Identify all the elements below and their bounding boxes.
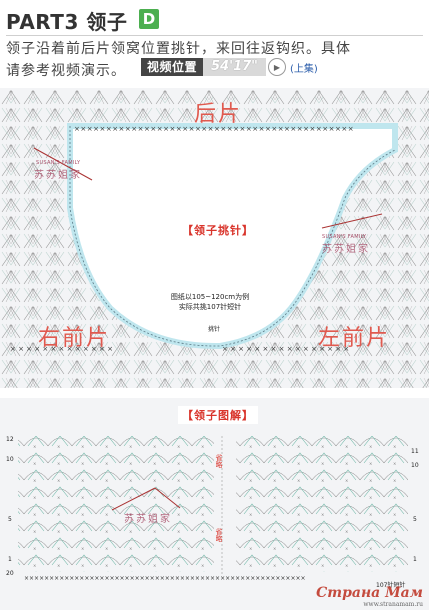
row-right-5: 5 (413, 516, 417, 523)
right-front-label: 右前片 (38, 326, 111, 351)
watermark-logo: Страна Мам www.stranamam.ru (316, 585, 423, 608)
watermark-url: www.stranamam.ru (363, 601, 423, 608)
collar-pickup-diagram: ××××××××××××××××××××××××××××××××××××××××… (0, 88, 429, 388)
back-stitch-marks: ××××××××××××××××××××××××××××××××××××××××… (74, 125, 354, 133)
chart-box-title: 【领子图解】 (178, 406, 258, 424)
part-badge: D (139, 9, 159, 29)
front-stitch-marks-left: × × × × × × × × × × × × × (10, 345, 113, 353)
instruction-line-2: 请参考视频演示。 (6, 60, 423, 82)
chart-rows-right (236, 436, 408, 572)
shoulder-line-left (33, 147, 93, 181)
omit-label-bottom: 省略 (215, 528, 223, 542)
brand-logo-right: SUSAN'S FAMILY (322, 234, 367, 240)
collar-chart-svg: × ××××××××××××××××××××××××××××××××××××××… (18, 436, 408, 582)
row-left-5: 5 (8, 516, 12, 523)
video-position-chip[interactable]: 视频位置 54'17" ▶ (上集) (141, 58, 318, 76)
watermark-text: Страна Мам (316, 585, 423, 601)
pickup-note: 图纸以105~120cm为例 实际共挑107针短针 (160, 292, 260, 312)
pickup-box-title: 【领子挑针】 (178, 221, 258, 239)
row-left-12: 12 (6, 436, 14, 443)
row-left-20: 20 (6, 570, 14, 577)
row-right-11: 11 (411, 448, 419, 455)
pickup-note-line-1: 图纸以105~120cm为例 (170, 293, 250, 301)
row-left-10: 10 (6, 456, 14, 463)
instruction-line-1: 领子沿着前后片领窝位置挑针，来回往返钩织。具体 (6, 41, 351, 57)
collar-chart-diagram: × ××××××××××××××××××××××××××××××××××××××… (0, 398, 429, 610)
row-right-1: 1 (413, 556, 417, 563)
left-front-label: 左前片 (318, 326, 391, 351)
pick-label: 挑针 (208, 326, 221, 333)
omit-label-top: 省略 (215, 454, 223, 468)
section-header: PART3 领子 D (6, 4, 423, 36)
instructions: 领子沿着前后片领窝位置挑针，来回往返钩织。具体 请参考视频演示。 (6, 38, 423, 82)
stitch-count-label: 107针短针 (376, 582, 406, 589)
video-timestamp: 54'17" (203, 58, 266, 76)
pickup-note-line-2: 实际共挑107针短针 (178, 303, 242, 311)
pickup-diagram-svg: ××××××××××××××××××××××××××××××××××××××××… (0, 88, 429, 388)
front-stitch-marks-right: × × × × × × × × × × × × × × × × (222, 345, 349, 353)
brand-mark-right: 苏苏姐家 (322, 244, 370, 255)
brand-mark-chart: 苏苏姐家 (124, 514, 172, 525)
chart-base-marks: ××××××××××××××××××××××××××××××××××××××××… (24, 575, 306, 582)
row-left-1: 1 (8, 556, 12, 563)
play-icon[interactable]: ▶ (267, 58, 286, 76)
instruction-line-2-text: 请参考视频演示。 (6, 63, 126, 79)
back-piece-label: 后片 (194, 102, 243, 127)
shoulder-line-chart-2 (154, 487, 181, 509)
brand-mark-left: 苏苏姐家 (34, 170, 82, 181)
row-right-10: 10 (411, 462, 419, 469)
shoulder-line-chart (111, 487, 156, 511)
video-note: (上集) (289, 63, 318, 75)
video-label: 视频位置 (141, 58, 204, 76)
brand-logo-left: SUSAN'S FAMILY (36, 160, 81, 166)
chart-rows-left (18, 436, 214, 572)
shoulder-line-right (321, 213, 383, 229)
part-title: PART3 领子 (6, 10, 128, 34)
header-divider (6, 35, 423, 36)
